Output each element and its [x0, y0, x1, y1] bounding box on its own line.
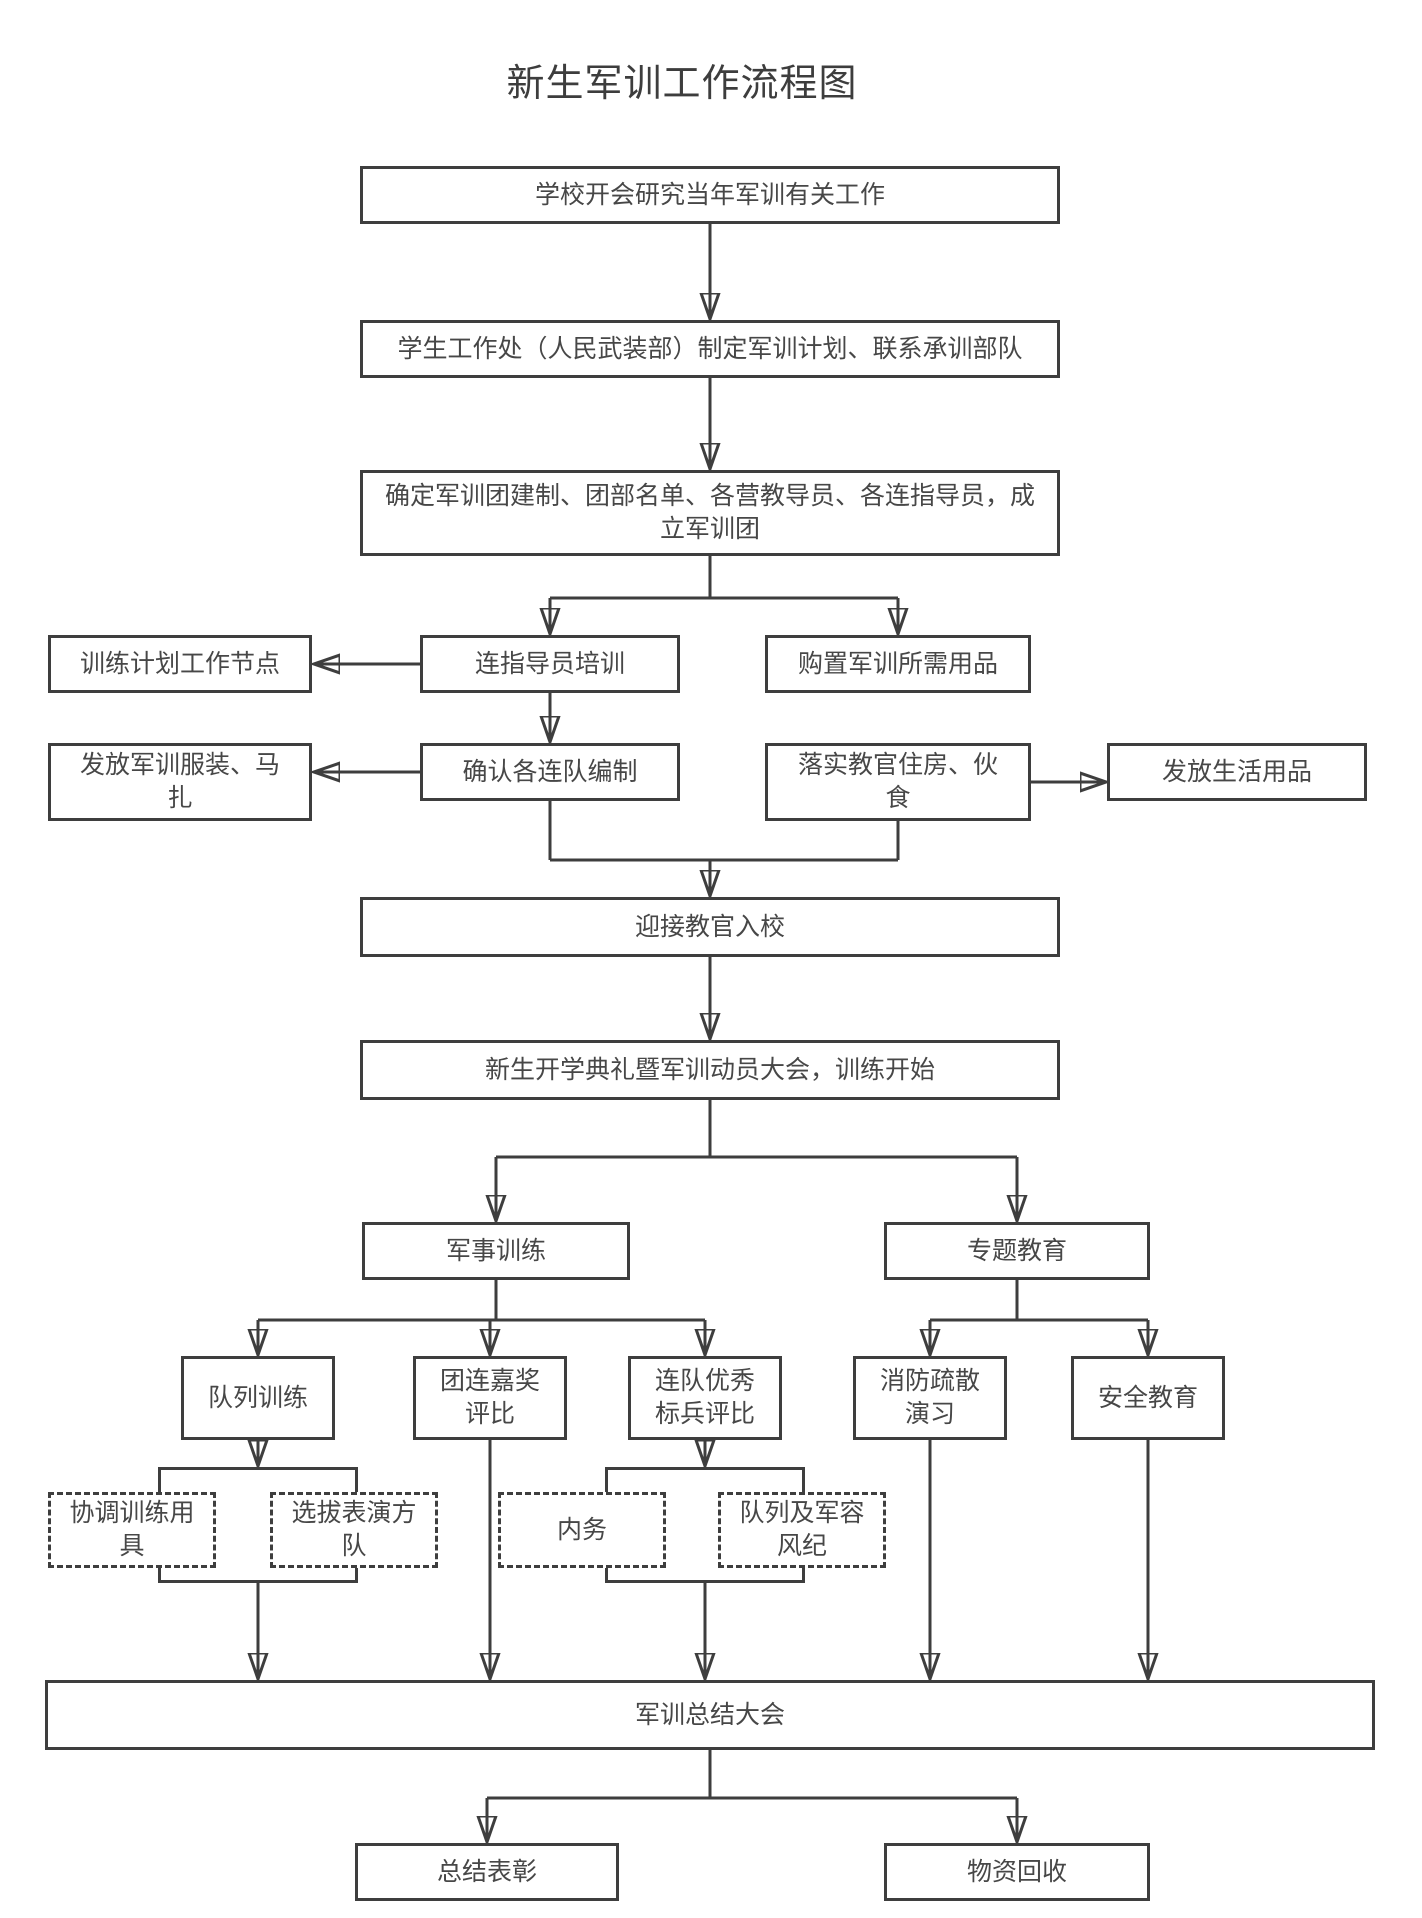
node-establish-regiment: 确定军训团建制、团部名单、各营教导员、各连指导员，成立军训团 — [360, 470, 1060, 556]
node-internal-affairs: 内务 — [498, 1492, 666, 1568]
node-instructor-training: 连指导员培训 — [420, 635, 680, 693]
node-summary-meeting: 军训总结大会 — [45, 1680, 1375, 1750]
connectors — [258, 224, 1148, 1841]
node-special-education: 专题教育 — [884, 1222, 1150, 1280]
node-material-recovery: 物资回收 — [884, 1843, 1150, 1901]
node-fire-drill: 消防疏散演习 — [853, 1356, 1007, 1440]
node-welcome-officers: 迎接教官入校 — [360, 897, 1060, 957]
node-purchase-supplies: 购置军训所需用品 — [765, 635, 1031, 693]
node-model-soldier-review: 连队优秀标兵评比 — [628, 1356, 782, 1440]
node-coordinate-equipment: 协调训练用具 — [48, 1492, 216, 1568]
node-drill-discipline: 队列及军容风纪 — [718, 1492, 886, 1568]
node-issue-uniforms: 发放军训服装、马扎 — [48, 743, 312, 821]
node-opening-ceremony: 新生开学典礼暨军训动员大会，训练开始 — [360, 1040, 1060, 1100]
node-school-meeting: 学校开会研究当年军训有关工作 — [360, 166, 1060, 224]
node-military-training: 军事训练 — [362, 1222, 630, 1280]
node-confirm-units: 确认各连队编制 — [420, 743, 680, 801]
node-officer-housing: 落实教官住房、伙食 — [765, 743, 1031, 821]
node-select-performance-team: 选拔表演方队 — [270, 1492, 438, 1568]
node-daily-supplies: 发放生活用品 — [1107, 743, 1367, 801]
node-commendation-review: 团连嘉奖评比 — [413, 1356, 567, 1440]
node-formation-drill: 队列训练 — [181, 1356, 335, 1440]
page-title: 新生军训工作流程图 — [506, 63, 858, 105]
node-commendation: 总结表彰 — [355, 1843, 619, 1901]
node-training-plan: 学生工作处（人民武装部）制定军训计划、联系承训部队 — [360, 320, 1060, 378]
node-safety-education: 安全教育 — [1071, 1356, 1225, 1440]
node-plan-work-nodes: 训练计划工作节点 — [48, 635, 312, 693]
